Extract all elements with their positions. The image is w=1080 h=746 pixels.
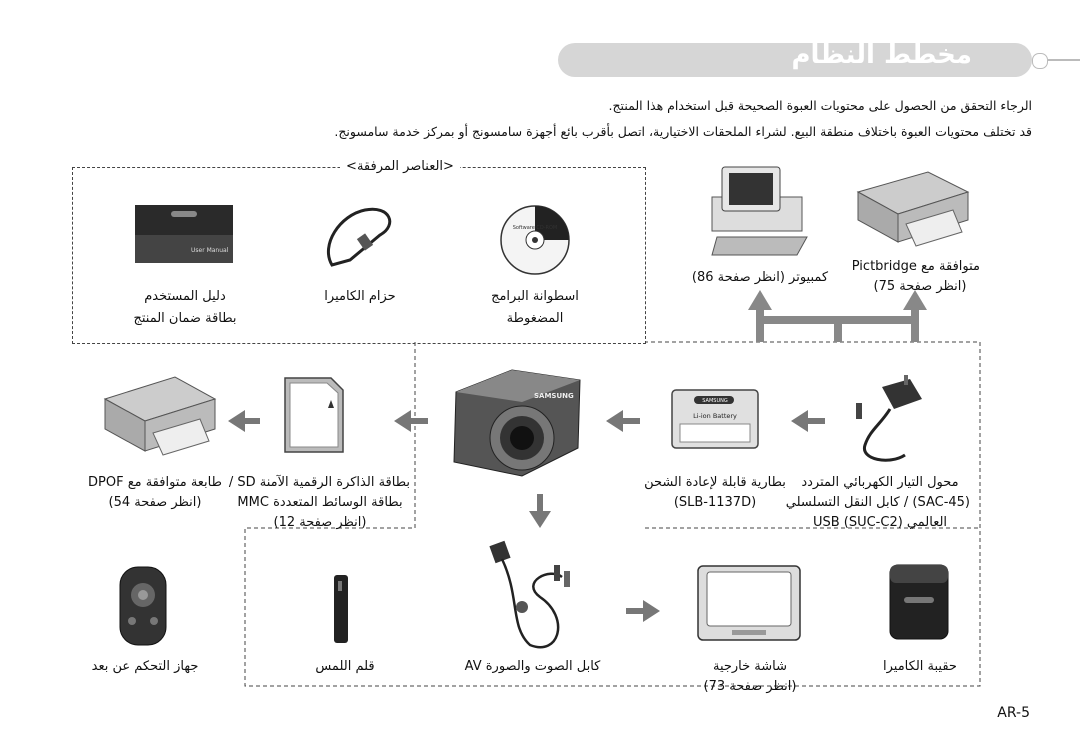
manual-cover-text: User Manual: [191, 247, 229, 254]
av-cable-label: كابل الصوت والصورة AV: [464, 659, 601, 674]
strap-icon: [326, 207, 392, 267]
package-heading: <العناصر المرفقة>: [340, 157, 460, 177]
remote-control-icon: [119, 566, 167, 646]
strap-label: حزام الكاميرا: [324, 289, 396, 304]
battery-label-2: (SLB-1137D): [673, 495, 757, 510]
monitor-label-1: شاشة خارجية: [712, 659, 788, 674]
intro-line-1: الرجاء التحقق من الحصول على محتويات العب…: [608, 98, 1033, 113]
manual-label-2: بطاقة ضمان المنتج: [133, 311, 237, 326]
camera-icon: SAMSUNG: [453, 369, 581, 477]
pictbridge-label-1: متوافقة مع Pictbridge: [851, 259, 980, 274]
stylus-icon: [334, 575, 348, 643]
title-bar: [558, 43, 1032, 77]
dpof-label-2: (انظر صفحة 54): [108, 495, 202, 510]
manual-label-1: دليل المستخدم: [144, 289, 226, 304]
sd-label-3: (انظر صفحة 12): [273, 515, 367, 530]
adapter-label-2: (SAC-45) / كابل النقل التسلسلي: [785, 495, 970, 510]
monitor-label-2: (انظر صفحة 73): [703, 679, 797, 694]
pictbridge-printer-icon: [856, 171, 970, 247]
av-cable-icon: [489, 540, 570, 649]
page-number: AR-5: [997, 705, 1030, 721]
intro-line-2: قد تختلف محتويات العبوة باختلاف منطقة ال…: [334, 124, 1032, 139]
stylus-label: قلم اللمس: [315, 659, 375, 674]
adapter-label-3: العالمي USB (SUC-C2): [812, 515, 948, 530]
remote-label: جهاز التحكم عن بعد: [91, 659, 199, 674]
computer-label: كمبيوتر (انظر صفحة 86): [691, 270, 829, 285]
ac-adapter-icon: [856, 375, 922, 462]
adapter-label-1: محول التيار الكهربائي المتردد: [801, 475, 959, 490]
sd-label-2: بطاقة الوسائط المتعددة MMC: [237, 495, 403, 510]
computer-icon: [711, 166, 808, 256]
battery-label-1: بطارية قابلة لإعادة الشحن: [644, 475, 786, 490]
title-bullet-icon: [1032, 53, 1048, 69]
cd-label-1: اسطوانة البرامج: [491, 289, 579, 304]
external-monitor-icon: [697, 565, 801, 641]
cd-disc-text: Software CD-ROM: [513, 225, 558, 231]
pictbridge-label-2: (انظر صفحة 75): [873, 279, 967, 294]
user-manual-icon: User Manual: [135, 205, 233, 263]
camera-brand: SAMSUNG: [534, 392, 574, 400]
dpof-label-1: طابعة متوافقة مع DPOF: [88, 475, 222, 490]
camera-case-icon: [889, 564, 949, 640]
battery-brand: SAMSUNG: [702, 398, 728, 404]
page-title: مخطط النظام: [791, 40, 973, 70]
cd-label-2: المضغوطة: [506, 311, 564, 326]
title-rule: [1048, 59, 1080, 61]
sd-card-icon: [284, 377, 344, 453]
dpof-printer-icon: [103, 376, 217, 456]
case-label: حقيبة الكاميرا: [883, 659, 957, 674]
battery-type: Li-ion Battery: [693, 412, 737, 420]
cd-rom-icon: Software CD-ROM: [500, 205, 570, 275]
battery-icon: SAMSUNG Li-ion Battery: [671, 389, 759, 449]
sd-label-1: بطاقة الذاكرة الرقمية الآمنة SD /: [228, 475, 410, 490]
